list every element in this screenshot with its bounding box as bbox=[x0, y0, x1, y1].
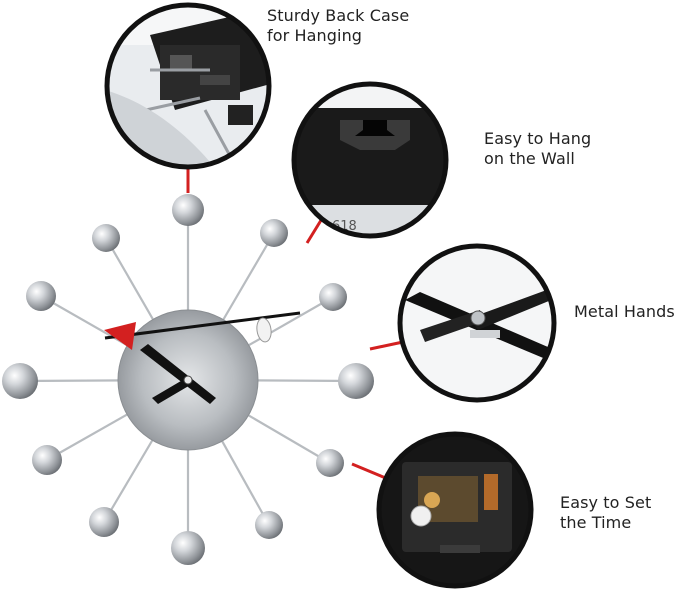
callout-connectors bbox=[186, 165, 404, 481]
detail-metal-hands bbox=[397, 243, 557, 403]
ball-4 bbox=[316, 449, 344, 477]
connector-metal-hands bbox=[369, 340, 404, 351]
callout-set-time-line2: the Time bbox=[560, 513, 632, 532]
minute-hand bbox=[140, 344, 216, 404]
callout-back-case-line1: Sturdy Back Case bbox=[267, 6, 410, 25]
clock-balls bbox=[2, 194, 374, 565]
ball-8 bbox=[32, 445, 62, 475]
callout-metal-hands-line1: Metal Hands bbox=[574, 302, 675, 321]
detail-back-case bbox=[104, 2, 272, 170]
callout-hang-wall: Easy to Hang on the Wall bbox=[484, 129, 591, 169]
ball-9 bbox=[2, 363, 38, 399]
hour-hand bbox=[152, 378, 192, 404]
ball-5 bbox=[255, 511, 283, 539]
sunburst-clock bbox=[2, 194, 374, 565]
ball-7 bbox=[89, 507, 119, 537]
ball-6 bbox=[171, 531, 205, 565]
callout-hang-wall-line1: Easy to Hang bbox=[484, 129, 592, 148]
callout-hang-wall-line2: on the Wall bbox=[484, 149, 575, 168]
callout-back-case-line2: for Hanging bbox=[267, 26, 363, 45]
connector-hang-wall bbox=[305, 216, 325, 244]
detail-set-time bbox=[376, 431, 534, 589]
ball-1 bbox=[260, 219, 288, 247]
ball-12 bbox=[172, 194, 204, 226]
second-hand bbox=[104, 311, 301, 350]
red-arrow-tip bbox=[104, 322, 136, 350]
center-cap bbox=[183, 375, 193, 385]
callout-metal-hands: Metal Hands bbox=[574, 302, 675, 322]
detail-hang-wall: 618 bbox=[291, 81, 449, 239]
counterweight bbox=[256, 317, 272, 343]
callout-set-time-line1: Easy to Set bbox=[560, 493, 652, 512]
connector-set-time bbox=[351, 462, 389, 481]
ball-10 bbox=[26, 281, 56, 311]
ball-2 bbox=[319, 283, 347, 311]
ball-11 bbox=[92, 224, 120, 252]
callout-set-time: Easy to Set the Time bbox=[560, 493, 651, 533]
ball-3 bbox=[338, 363, 374, 399]
callout-back-case: Sturdy Back Case for Hanging bbox=[267, 6, 409, 46]
